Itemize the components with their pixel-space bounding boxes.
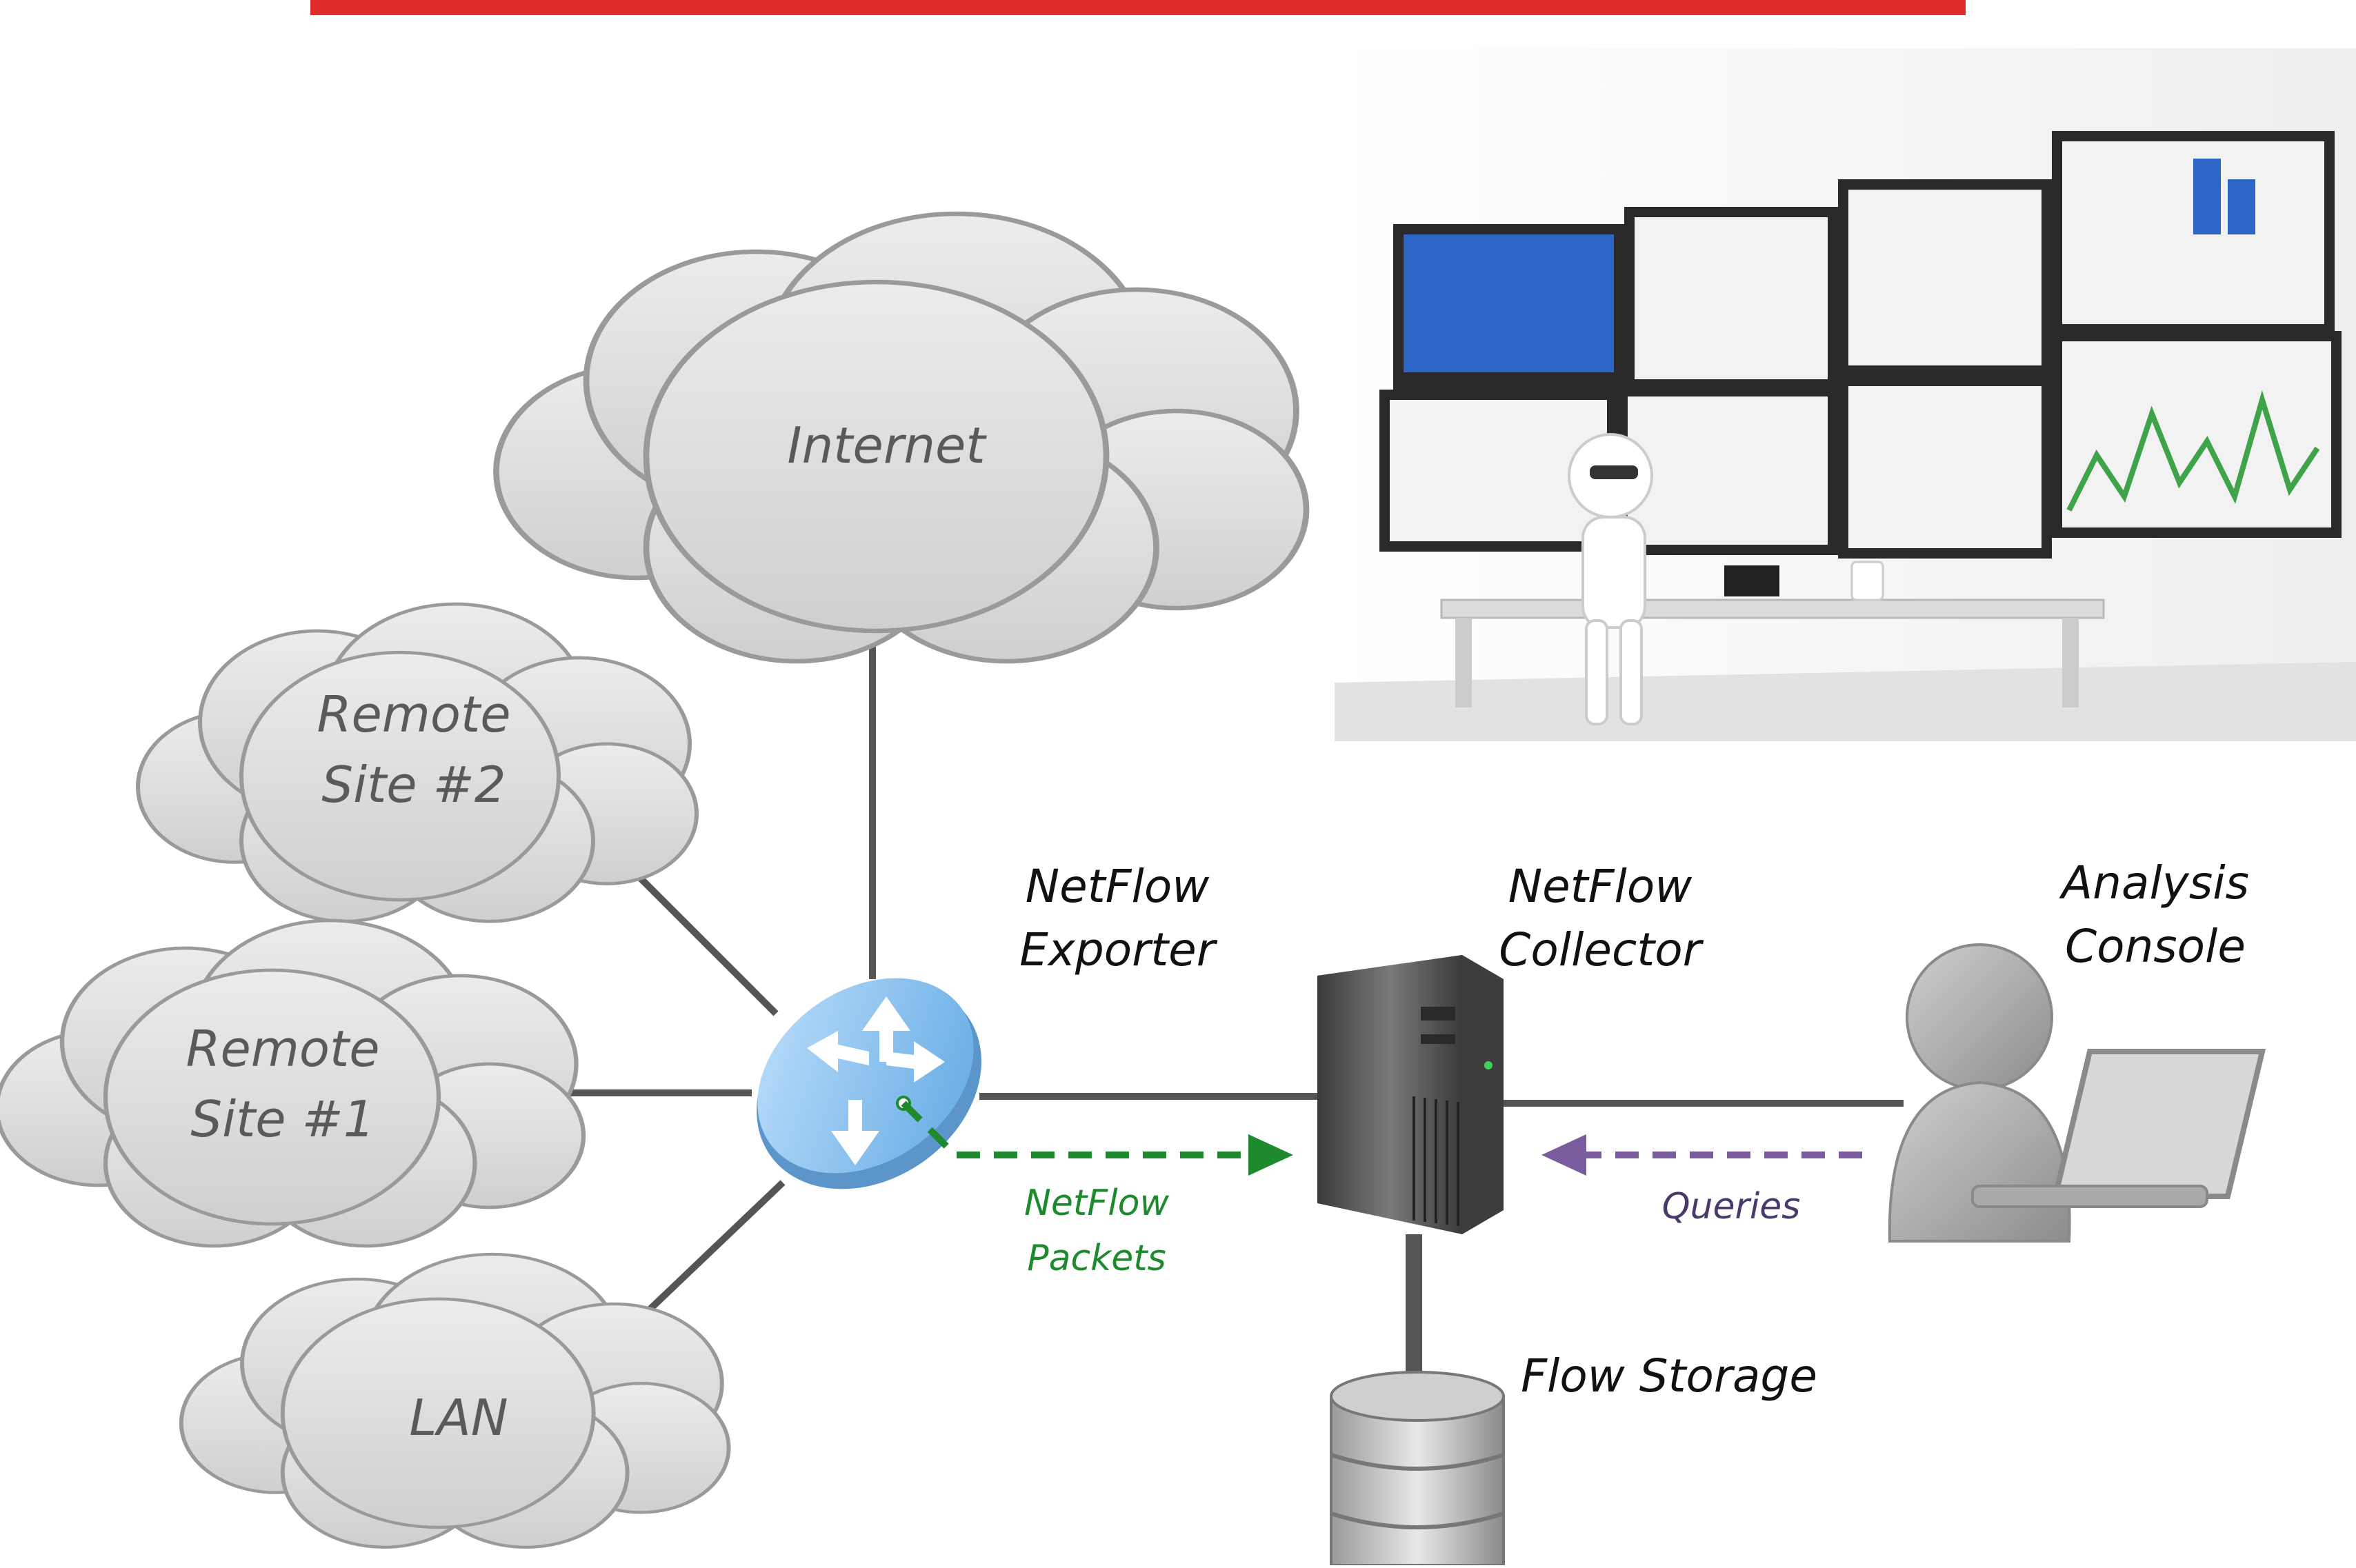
queries-label: Queries (1661, 1186, 1801, 1227)
queries-arrow (1541, 1134, 1862, 1176)
cloud-label-line: Site #2 (321, 756, 506, 814)
collector-label: NetFlow Collector (1483, 855, 1717, 982)
database-icon (1330, 1371, 1505, 1567)
node-label-line: NetFlow (1025, 860, 1210, 913)
cloud-label-line: Remote (186, 1020, 380, 1078)
node-label-line: Console (2064, 920, 2246, 973)
cloud-label-line: Site #1 (190, 1090, 375, 1148)
console-label: Analysis Console (2041, 852, 2269, 978)
exporter-label: NetFlow Exporter (1007, 855, 1228, 982)
title-strip (310, 0, 1966, 15)
node-label-line: Exporter (1019, 923, 1215, 976)
node-label-line: Analysis (2062, 856, 2249, 909)
network-links (524, 607, 1904, 1379)
cloud-label-internet: Internet (787, 416, 986, 474)
cloud-label-lan: LAN (409, 1389, 508, 1447)
router-icon (757, 978, 981, 1189)
netflow-packets-arrow (896, 1096, 1293, 1176)
server-icon (1317, 955, 1504, 1234)
link-lan-exporter (632, 1180, 786, 1327)
netflow-packets-label: NetFlow Packets (993, 1176, 1200, 1286)
edge-label-line: Packets (1027, 1238, 1166, 1279)
monitoring-wall-illustration (1335, 48, 2356, 741)
node-label-line: Collector (1499, 923, 1701, 976)
user-laptop-icon (1888, 943, 2266, 1243)
node-label-line: NetFlow (1508, 860, 1693, 913)
cloud-label-remote-site-2: Remote Site #2 (283, 679, 545, 820)
cloud-label-line: Remote (317, 685, 511, 743)
edge-label-line: NetFlow (1024, 1183, 1169, 1224)
cloud-label-remote-site-1: Remote Site #1 (152, 1014, 414, 1154)
storage-label: Flow Storage (1521, 1349, 1817, 1403)
